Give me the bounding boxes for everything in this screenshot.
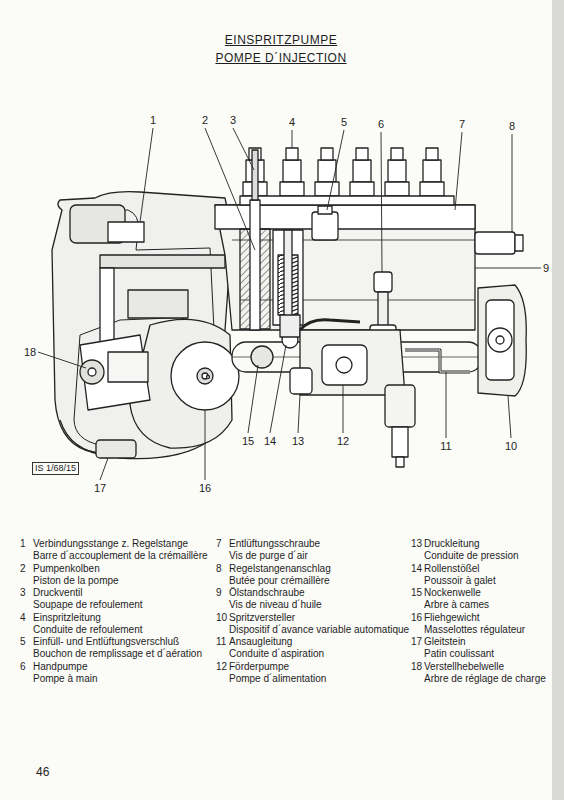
callout-number: 17 bbox=[94, 482, 106, 494]
legend-number: 12 bbox=[216, 661, 227, 673]
legend-number: 10 bbox=[216, 612, 227, 624]
callout-number: 1 bbox=[150, 114, 156, 126]
part-name-fr: Piston de la pompe bbox=[33, 575, 119, 587]
callout-number: 12 bbox=[337, 435, 349, 447]
part-name-de: Regelstangenanschlag bbox=[229, 563, 331, 575]
part-name-de: Einfüll- und Entlüftungsverschluß bbox=[33, 636, 179, 648]
callout-number: 10 bbox=[505, 440, 517, 452]
part-name-fr: Vis de niveau d´huile bbox=[229, 599, 322, 611]
legend-number: 9 bbox=[216, 587, 222, 599]
part-name-fr: Masselottes régulateur bbox=[424, 624, 525, 636]
callout-number: 8 bbox=[509, 120, 515, 132]
legend-number: 4 bbox=[20, 612, 26, 624]
part-name-de: Pumpenkolben bbox=[33, 563, 100, 575]
part-name-fr: Patin coulissant bbox=[424, 648, 494, 660]
callout-number: 4 bbox=[289, 116, 295, 128]
part-name-fr: Barre d´accouplement de la crémaillère bbox=[33, 550, 208, 562]
callout-number: 15 bbox=[242, 435, 254, 447]
legend-number: 3 bbox=[20, 587, 26, 599]
title: EINSPRITZPUMPE bbox=[225, 34, 337, 46]
part-name-de: Verstellhebelwelle bbox=[424, 661, 504, 673]
part-name-de: Fliehgewicht bbox=[424, 612, 480, 624]
legend-number: 13 bbox=[411, 538, 422, 550]
callout-number: 2 bbox=[202, 114, 208, 126]
callout-number: 6 bbox=[378, 118, 384, 130]
callout-number: 18 bbox=[24, 346, 36, 358]
legend-number: 1 bbox=[20, 538, 26, 550]
part-name-de: Rollenstößel bbox=[424, 563, 480, 575]
legend-number: 7 bbox=[216, 538, 222, 550]
part-name-fr: Conduite de pression bbox=[424, 550, 519, 562]
part-name-fr: Butée pour crémaillère bbox=[229, 575, 330, 587]
legend-number: 16 bbox=[411, 612, 422, 624]
callout-number: 16 bbox=[199, 482, 211, 494]
part-name-de: Druckleitung bbox=[424, 538, 480, 550]
callout-number: 5 bbox=[341, 116, 347, 128]
legend-number: 18 bbox=[411, 661, 422, 673]
callout-number: 13 bbox=[292, 435, 304, 447]
part-name-de: Verbindungsstange z. Regelstange bbox=[33, 538, 188, 550]
subtitle: POMPE D´INJECTION bbox=[215, 52, 346, 64]
legend-number: 17 bbox=[411, 636, 422, 648]
callout-number: 3 bbox=[230, 114, 236, 126]
legend-number: 11 bbox=[216, 636, 226, 648]
part-name-fr: Dispositif d´avance variable automatique bbox=[229, 624, 409, 636]
part-name-de: Handpumpe bbox=[33, 661, 87, 673]
part-name-fr: Soupape de refoulement bbox=[33, 599, 143, 611]
part-name-fr: Pompe d´alimentation bbox=[229, 673, 326, 685]
legend-number: 15 bbox=[411, 587, 422, 599]
part-name-fr: Arbre de réglage de charge bbox=[424, 673, 546, 685]
callout-number: 9 bbox=[543, 262, 549, 274]
callout-number: 7 bbox=[459, 118, 465, 130]
part-name-de: Druckventil bbox=[33, 587, 82, 599]
part-name-fr: Poussoir à galet bbox=[424, 575, 496, 587]
part-name-de: Einspritzleitung bbox=[33, 612, 101, 624]
legend-number: 5 bbox=[20, 636, 26, 648]
part-name-fr: Vis de purge d´air bbox=[229, 550, 308, 562]
callout-number: 14 bbox=[264, 435, 276, 447]
part-name-de: Entlüftungsschraube bbox=[229, 538, 320, 550]
part-name-fr: Conduite de refoulement bbox=[33, 624, 143, 636]
part-name-fr: Pompe à main bbox=[33, 673, 97, 685]
part-name-fr: Bouchon de remplissage et d´aération bbox=[33, 648, 202, 660]
part-name-de: Nockenwelle bbox=[424, 587, 481, 599]
legend-number: 6 bbox=[20, 661, 26, 673]
scan-edge bbox=[552, 0, 564, 800]
callout-number: 11 bbox=[440, 440, 451, 452]
legend-number: 14 bbox=[411, 563, 422, 575]
part-name-de: Ansaugleitung bbox=[229, 636, 292, 648]
part-name-de: Spritzversteller bbox=[229, 612, 295, 624]
legend-number: 2 bbox=[20, 563, 26, 575]
legend-number: 8 bbox=[216, 563, 222, 575]
part-name-fr: Conduite d´aspiration bbox=[229, 648, 324, 660]
part-name-fr: Arbre à cames bbox=[424, 599, 489, 611]
page-number: 46 bbox=[36, 766, 49, 778]
part-name-de: Gleitstein bbox=[424, 636, 466, 648]
drawing-reference: IS 1/68/15 bbox=[32, 462, 79, 475]
part-name-de: Ölstandschraube bbox=[229, 587, 305, 599]
part-name-de: Förderpumpe bbox=[229, 661, 289, 673]
